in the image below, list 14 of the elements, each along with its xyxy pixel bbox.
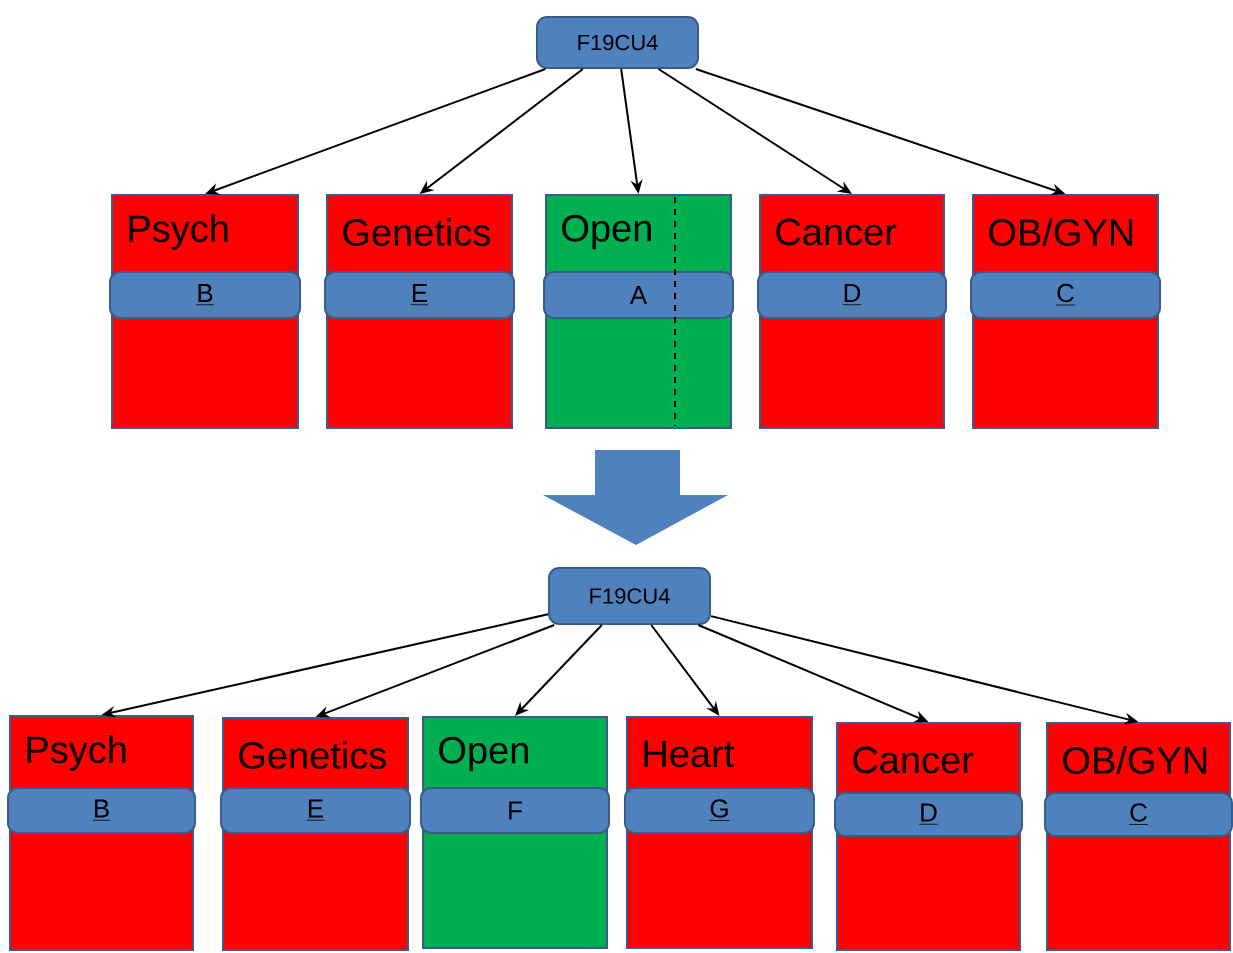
label-band: C: [970, 271, 1161, 319]
root-box: F19CU4: [536, 16, 699, 69]
label-band: D: [757, 271, 947, 319]
label-band: B: [109, 271, 301, 319]
label-band: D: [834, 792, 1023, 837]
label-band: C: [1044, 792, 1233, 837]
label-band: E: [220, 787, 411, 834]
label-band: F: [420, 787, 610, 834]
label-band: B: [7, 787, 196, 834]
arrow: [515, 624, 603, 716]
label-band: E: [324, 271, 515, 319]
root-box: F19CU4: [548, 567, 711, 625]
label-band: A: [543, 271, 734, 319]
label-band: G: [624, 787, 815, 834]
